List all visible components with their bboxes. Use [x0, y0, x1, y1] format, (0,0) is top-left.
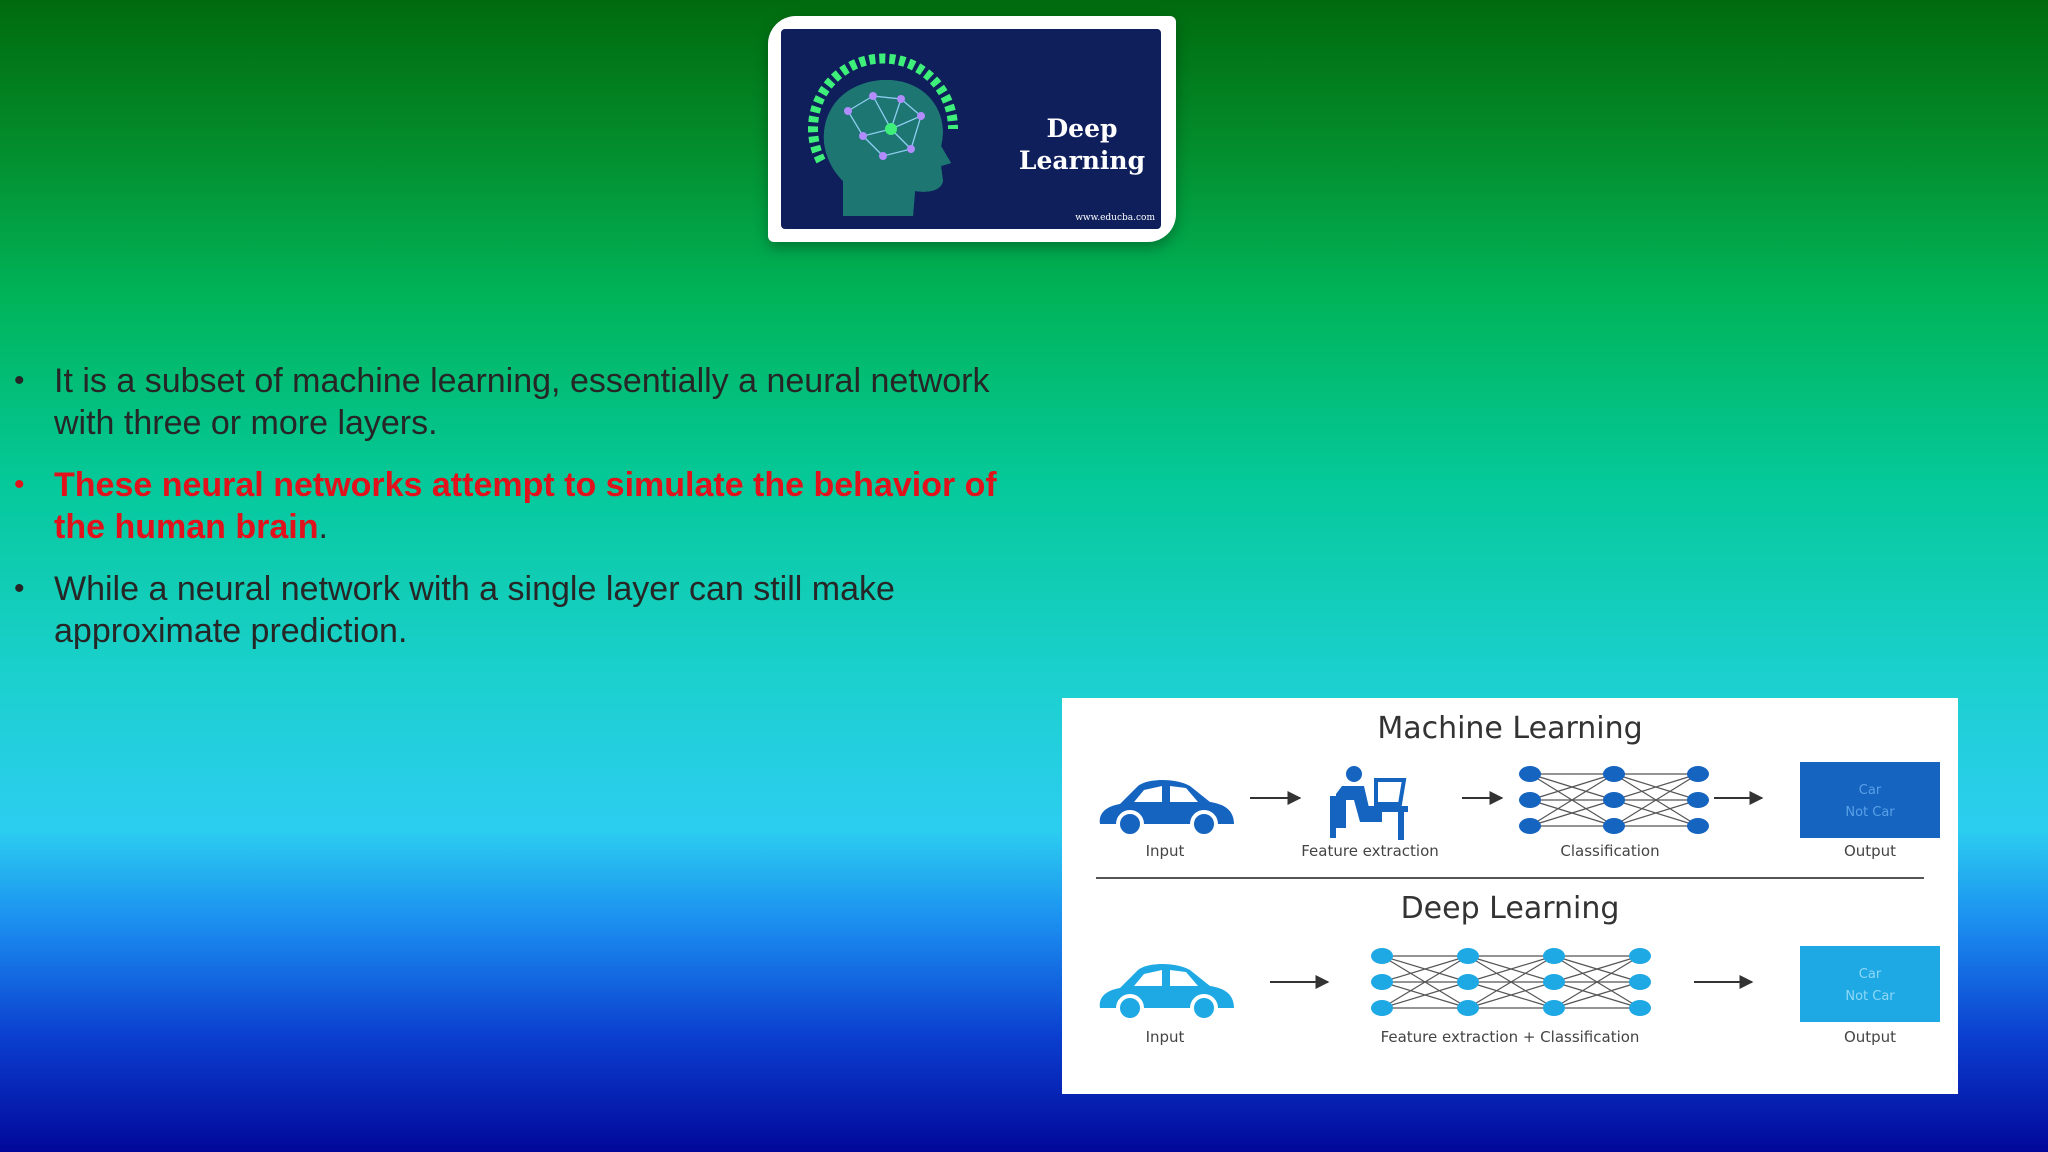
network-node	[1457, 948, 1479, 964]
ml-feature-label: Feature extraction	[1301, 842, 1439, 860]
ml-output-line2: Not Car	[1845, 805, 1895, 820]
bullet-tail-text: .	[318, 508, 328, 546]
network-node	[1629, 1000, 1651, 1016]
network-edge	[1381, 981, 1469, 1009]
dl-feature-class-label: Feature extraction + Classification	[1381, 1028, 1640, 1046]
network-node	[1371, 1000, 1393, 1016]
logo-title-line2: Learning	[1018, 146, 1146, 175]
network-node	[1371, 948, 1393, 964]
network-edge	[1381, 955, 1469, 1009]
network-node	[1687, 792, 1709, 808]
bullet-highlight-text: These neural networks attempt to simulat…	[54, 466, 997, 546]
logo-image: Deep Learning www.educba.com	[781, 29, 1161, 229]
logo-title: Deep Learning	[1017, 113, 1147, 177]
bullet-marker: •	[14, 468, 25, 501]
network-edge	[1553, 955, 1641, 983]
bullet-list: • It is a subset of machine learning, es…	[14, 360, 1054, 672]
bullet-text: It is a subset of machine learning, esse…	[54, 362, 990, 442]
network-node	[1687, 766, 1709, 782]
bullet-item-1: • It is a subset of machine learning, es…	[14, 360, 1054, 444]
network-node	[1519, 818, 1541, 834]
dl-output-box	[1800, 946, 1940, 1022]
network-edge	[1613, 799, 1699, 827]
network-edge	[1553, 955, 1641, 1009]
network-node	[1457, 974, 1479, 990]
dl-input-label: Input	[1146, 1028, 1185, 1046]
ml-output-box	[1800, 762, 1940, 838]
network-node	[1687, 818, 1709, 834]
ml-output-label: Output	[1844, 842, 1896, 860]
network-edge	[1529, 773, 1615, 827]
network-node	[1603, 818, 1625, 834]
ml-input-label: Input	[1146, 842, 1185, 860]
network-edge	[1553, 981, 1641, 1009]
network-node	[1603, 792, 1625, 808]
network-node	[1629, 948, 1651, 964]
network-edge	[1529, 799, 1615, 827]
network-edge	[1613, 773, 1699, 801]
network-edge	[1467, 955, 1555, 1009]
network-node	[1543, 948, 1565, 964]
dl-output-label: Output	[1844, 1028, 1896, 1046]
network-node	[1519, 766, 1541, 782]
network-edge	[1467, 955, 1555, 983]
network-node	[1543, 1000, 1565, 1016]
bullet-marker: •	[14, 364, 25, 397]
person-at-desk-icon	[1330, 766, 1408, 840]
network-node	[1457, 1000, 1479, 1016]
network-edge	[1381, 955, 1469, 983]
car-icon	[1099, 780, 1234, 838]
logo-url: www.educba.com	[1075, 213, 1155, 223]
network-node	[1543, 974, 1565, 990]
brain-head-icon	[808, 53, 959, 217]
network-node	[1629, 974, 1651, 990]
network-node	[1371, 974, 1393, 990]
network-edge	[1467, 981, 1555, 1009]
network-edge	[1529, 773, 1615, 801]
dl-output-line2: Not Car	[1845, 989, 1895, 1004]
network-node	[1519, 792, 1541, 808]
dl-output-line1: Car	[1859, 967, 1882, 982]
dl-title: Deep Learning	[1401, 891, 1620, 926]
ml-vs-dl-diagram: Machine Learning Input Feature extractio…	[1062, 698, 1958, 1094]
logo-title-line1: Deep	[1046, 114, 1118, 143]
bullet-text: While a neural network with a single lay…	[54, 570, 895, 650]
neural-network-icon	[1519, 766, 1709, 834]
ml-title: Machine Learning	[1377, 711, 1642, 746]
network-node	[1603, 766, 1625, 782]
car-icon	[1099, 964, 1234, 1022]
deep-learning-logo-card: Deep Learning www.educba.com	[768, 16, 1176, 242]
bullet-item-2: • These neural networks attempt to simul…	[14, 464, 1054, 548]
neural-network-icon	[1371, 948, 1651, 1016]
network-edge	[1613, 773, 1699, 827]
ml-classification-label: Classification	[1560, 842, 1659, 860]
ml-output-line1: Car	[1859, 783, 1882, 798]
bullet-item-3: • While a neural network with a single l…	[14, 568, 1054, 652]
bullet-marker: •	[14, 572, 25, 605]
